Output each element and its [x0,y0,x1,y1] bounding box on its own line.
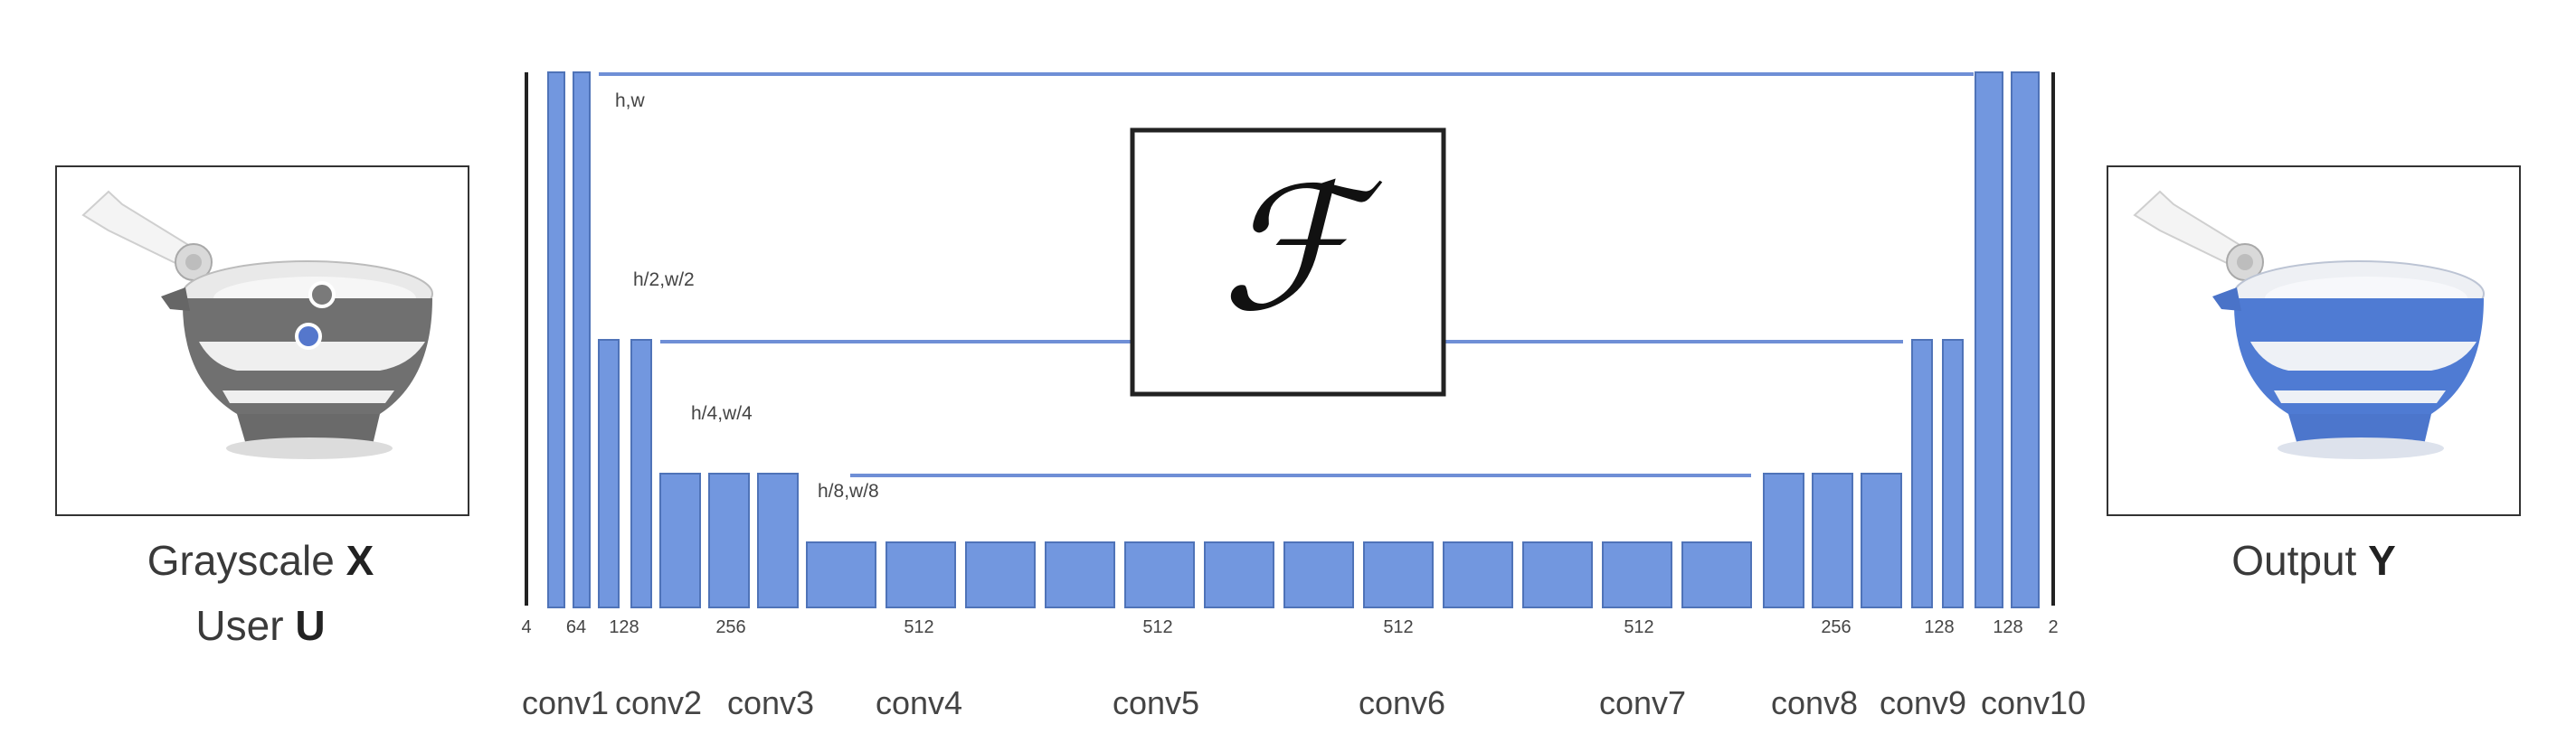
output-caption: Output Y [2231,537,2396,584]
conv10-block [2011,71,2040,608]
conv-label: conv9 [1880,684,1966,721]
output-boundary-line [2051,72,2055,606]
conv4-block [886,541,956,608]
conv5-block [1124,541,1195,608]
conv10-block [1975,71,2003,608]
conv-label: conv1 [522,684,609,721]
function-symbol: ℱ [1220,149,1382,349]
conv-label: conv10 [1981,684,2086,721]
input-caption-user: User [195,602,283,649]
mortar-pestle-colorized-image [2133,190,2485,459]
conv2-block [630,339,652,608]
resolution-label-h8w8: h/8,w/8 [818,481,879,502]
conv1-block [547,71,565,608]
conv3-block [708,473,750,608]
resolution-label-h4w4: h/4,w/4 [691,403,753,424]
conv8-block [1763,473,1804,608]
conv4-block [965,541,1036,608]
resolution-label-hw: h,w [615,90,646,111]
conv-labels: conv1 conv2 conv3 conv4 conv5 conv6 conv… [522,684,2086,721]
user-hint-point-icon [295,323,322,350]
input-caption-x: X [346,537,374,584]
conv-blocks [547,71,2040,608]
conv3-block [659,473,701,608]
channel-label: 4 [521,617,531,637]
conv-label: conv8 [1771,684,1858,721]
channel-label: 256 [715,617,745,637]
channel-labels: 4 64 128 256 512 512 512 512 256 128 128… [521,617,2058,637]
conv-label: conv3 [727,684,814,721]
conv-label: conv2 [615,684,702,721]
channel-label: 512 [1142,617,1172,637]
channel-label: 512 [1383,617,1413,637]
input-image-panel [55,165,469,516]
conv6-block [1443,541,1513,608]
function-box: ℱ [1130,127,1446,397]
conv7-block [1681,541,1752,608]
conv8-block [1812,473,1853,608]
input-caption-u: U [295,602,325,649]
mortar-pestle-grayscale-image [81,190,433,459]
skip-connection-h8w8 [850,474,1751,477]
network-architecture: ℱ [521,71,2086,721]
conv8-block [1861,473,1902,608]
conv-label: conv6 [1359,684,1445,721]
channel-label: 2 [2048,617,2058,637]
input-boundary-line [525,72,528,606]
conv6-block [1363,541,1434,608]
skip-connection-hw [599,72,1974,76]
channel-label: 128 [1993,617,2022,637]
conv4-block [806,541,876,608]
output-image-panel [2107,165,2521,516]
output-caption-y: Y [2368,537,2396,584]
conv5-block [1204,541,1274,608]
conv-label: conv7 [1599,684,1686,721]
conv7-block [1602,541,1672,608]
output-caption-output: Output [2231,537,2356,584]
skip-connection-h2w2 [660,340,1132,343]
input-caption-line2: User U [195,602,325,649]
conv-label: conv5 [1113,684,1199,721]
conv7-block [1522,541,1593,608]
channel-label: 64 [566,617,586,637]
channel-label: 256 [1821,617,1851,637]
resolution-label-h2w2: h/2,w/2 [633,269,695,290]
channel-label: 512 [904,617,933,637]
input-caption-grayscale: Grayscale [147,537,335,584]
conv1-block [573,71,591,608]
conv5-block [1045,541,1115,608]
skip-connection-h2w2-right [1444,340,1903,343]
user-hint-point-icon [308,281,336,308]
channel-label: 512 [1624,617,1653,637]
conv3-block [757,473,799,608]
channel-label: 128 [1924,617,1954,637]
conv-label: conv4 [876,684,962,721]
conv2-block [598,339,620,608]
conv9-block [1911,339,1933,608]
conv9-block [1942,339,1964,608]
input-caption-line1: Grayscale X [147,537,374,584]
conv6-block [1283,541,1354,608]
channel-label: 128 [609,617,639,637]
